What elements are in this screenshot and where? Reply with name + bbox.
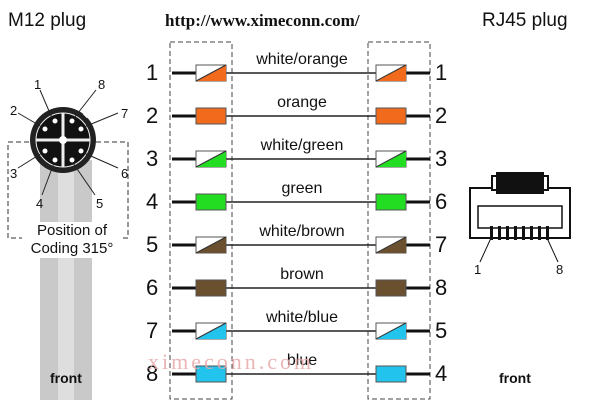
left-pin-number: 6 [146,275,159,300]
m12-pin-label-7: 7 [121,106,129,121]
website-url: http://www.ximeconn.com/ [165,11,360,30]
coding-position-label: Position of Coding 315° [22,222,122,258]
m12-pin-label-6: 6 [121,166,129,181]
right-pin-number: 2 [435,103,448,128]
wire-color-label: brown [280,266,324,283]
rj45-pin-label-1: 1 [474,262,482,277]
m12-pin-8 [69,118,75,124]
m12-front-label: front [50,370,82,386]
m12-plug-title: M12 plug [8,10,87,31]
m12-pin-label-8: 8 [98,77,106,92]
left-terminal-divider [195,64,227,82]
rj45-front-label: front [499,370,531,386]
m12-pin-label-3: 3 [10,166,18,181]
right-terminal [375,107,407,125]
wires-layer [172,64,430,383]
left-pin-number: 8 [146,361,159,386]
wire-color-label: white/blue [265,309,339,326]
m12-pin-6 [78,148,84,154]
rj45-plug-drawing [469,172,571,263]
m12-plug-face [30,107,96,173]
m12-pin-label-2: 2 [10,103,18,118]
left-terminal [195,279,227,297]
m12-pin-2 [42,126,48,132]
wire-color-label: white/brown [259,223,345,240]
m12-pin-leaders [17,89,119,196]
right-pin-number: 8 [435,275,448,300]
right-terminal [375,279,407,297]
m12-pin-label-5: 5 [96,196,104,211]
right-terminal-divider [375,322,407,340]
m12-pin-label-4: 4 [36,196,44,211]
m12-pin-1 [52,118,58,124]
left-terminal [195,107,227,125]
left-pin-number: 5 [146,232,159,257]
wire-color-label: white/orange [256,51,348,68]
wire-color-label: blue [286,352,318,369]
coding-line-2: Coding 315° [30,240,114,257]
left-pin-number: 4 [146,189,159,214]
m12-pin-label-1: 1 [34,77,42,92]
right-pin-number: 6 [435,189,448,214]
rj45-pin-label-8: 8 [556,262,564,277]
right-pin-number: 5 [435,318,448,343]
left-terminal-divider [195,150,227,168]
m12-cable [40,160,92,400]
right-pin-number: 3 [435,146,448,171]
left-terminal-divider [195,236,227,254]
rj45-plug-title: RJ45 plug [482,10,568,31]
wire-color-label: orange [277,94,327,111]
right-terminal [375,365,407,383]
wire-color-label: white/green [260,137,344,154]
right-terminal-box [367,41,431,400]
m12-pin-3 [42,148,48,154]
left-pin-number: 2 [146,103,159,128]
left-pin-number: 1 [146,60,159,85]
right-pin-number: 7 [435,232,448,257]
left-terminal-divider [195,322,227,340]
right-terminal-divider [375,150,407,168]
right-pin-number: 4 [435,361,448,386]
right-terminal-divider [375,236,407,254]
right-terminal-divider [375,64,407,82]
left-terminal [195,193,227,211]
right-terminal [375,193,407,211]
m12-pin-5 [69,157,75,163]
right-pin-number: 1 [435,60,448,85]
watermark: ximeconn.com [148,349,315,374]
left-pin-number: 3 [146,146,159,171]
m12-pin-7 [78,126,84,132]
wire-color-label: green [281,180,323,197]
coding-line-1: Position of [36,222,108,239]
left-pin-number: 7 [146,318,159,343]
left-terminal [195,365,227,383]
m12-pin-4 [52,157,58,163]
left-terminal-box [169,41,233,400]
